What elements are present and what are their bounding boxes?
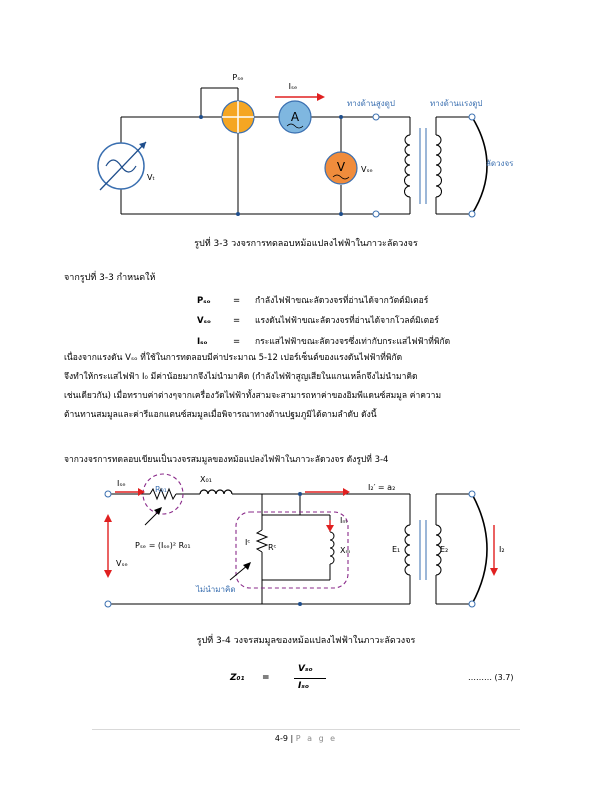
hv-side-label: ทางด้านสูงดูป xyxy=(347,99,395,109)
page-footer: 4-9 | P a g e xyxy=(0,734,612,743)
e2-label: E₂ xyxy=(440,545,448,554)
paragraph-line: เนื่องจากแรงดัน Vₛₒ ที่ใช้ในการทดลอบมีค่… xyxy=(64,353,403,363)
not-counted-label: ไม่นำมาคิด xyxy=(195,585,236,594)
ammeter-icon: A xyxy=(278,100,312,134)
xm-label: Xₘ xyxy=(340,546,350,555)
r01-label: R₀₁ xyxy=(155,485,167,494)
vsc-label: Vₛₑ xyxy=(116,559,128,568)
psc-formula-label: Pₛₑ = (Iₛₑ)² R₀₁ xyxy=(135,541,191,550)
formula-equals: = xyxy=(262,673,270,683)
e1-label: E₁ xyxy=(392,545,400,554)
page-number: 4-9 xyxy=(274,734,288,743)
fraction-bar xyxy=(294,678,326,679)
figure-3-3-caption: รูปที่ 3-3 วงจรการทดลอบหม้อแปลงไฟฟ้าในภา… xyxy=(194,239,418,249)
voltmeter-icon: V xyxy=(324,151,358,185)
pointer-arrows xyxy=(144,507,251,581)
junction-dots xyxy=(298,492,302,606)
definition-equals: = xyxy=(233,337,241,347)
definition-row: Iₛₒ = กระแสไฟฟ้าขณะลัดวงจรซึ่งเท่ากับกระแส… xyxy=(197,334,450,348)
rc-label: Rᶜ xyxy=(268,543,277,552)
terminals xyxy=(104,490,476,608)
isc-label: Iₛₑ xyxy=(117,479,126,488)
i2prime-label: I₂′ = a₂ xyxy=(368,483,395,492)
definition-symbol: Vₛₒ xyxy=(197,316,211,326)
lv-side-label: ทางด้านแรงดูป xyxy=(430,99,482,109)
wattmeter-icon xyxy=(221,100,255,134)
dashed-highlights xyxy=(142,473,349,589)
page-separator: | xyxy=(290,734,294,743)
definition-equals: = xyxy=(233,296,241,306)
im-label: Iₘ xyxy=(340,516,347,525)
figure-3-3-circuit: A V Pₛₑ Iₛₑ Vₜ Vₛₑ ทางด้านสูงดูป ทางด้าน… xyxy=(97,73,514,218)
formula-numerator: Vₛₒ xyxy=(298,664,313,674)
formula-denominator: Iₛₒ xyxy=(298,681,310,691)
terminals xyxy=(372,113,476,218)
formula-lhs: Z₀₁ xyxy=(230,673,245,683)
formula-reference: ……… (3.7) xyxy=(468,673,514,682)
svg-text:A: A xyxy=(291,110,300,124)
footer-divider xyxy=(92,729,520,730)
definition-row: Vₛₒ = แรงดันไฟฟ้าขณะลัดวงจรที่อ่านได้จากโว… xyxy=(197,313,439,327)
svg-text:V: V xyxy=(337,160,346,174)
short-circuit-label: ลัดวงจร xyxy=(486,159,514,168)
vsc-label: Vₛₑ xyxy=(361,165,373,174)
isc-label: Iₛₑ xyxy=(289,82,298,91)
body-paragraph-2: จากวงจรการทดลอบเขียนเป็นวงจรสมมูลของหม้อ… xyxy=(64,455,389,465)
definition-symbol: Iₛₒ xyxy=(197,337,208,347)
current-arrows xyxy=(104,488,498,578)
figure-3-4-caption: รูปที่ 3-4 วงจรสมมูลของหม้อแปลงไฟฟ้าในภา… xyxy=(196,636,416,646)
isc-arrow xyxy=(275,93,325,101)
i2-label: I₂ xyxy=(499,545,505,554)
body-paragraph: เนื่องจากแรงดัน Vₛₒ ที่ใช้ในการทดลอบมีค่… xyxy=(64,349,554,425)
paragraph-line: เช่นเดียวกัน) เมื่อทราบค่าต่างๆจากเครื่อ… xyxy=(64,391,442,401)
vt-label: Vₜ xyxy=(147,173,155,182)
ac-source-icon xyxy=(97,141,147,191)
paragraph-line: ต้านทานสมมูลและค่ารีแอกแตนซ์สมมูลเมื่อพิ… xyxy=(64,410,377,420)
definition-row: Pₛₒ = กำลังไฟฟ้าขณะลัดวงจรที่อ่านได้จากวัต… xyxy=(197,293,428,307)
definition-text: กำลังไฟฟ้าขณะลัดวงจรที่อ่านได้จากวัตต์มิ… xyxy=(255,296,429,306)
x01-label: X₀₁ xyxy=(200,475,212,484)
definition-text: แรงดันไฟฟ้าขณะลัดวงจรที่อ่านได้จากโวลต์ม… xyxy=(255,316,439,326)
page-word: P a g e xyxy=(295,734,338,743)
definition-symbol: Pₛₒ xyxy=(197,296,211,306)
paragraph-line: จึงทำให้กระแสไฟฟ้า I₀ มีค่าน้อยมากจึงไม่… xyxy=(64,372,418,382)
junction-dots xyxy=(199,115,343,216)
definition-equals: = xyxy=(233,316,241,326)
ic-label: Iᶜ xyxy=(245,538,250,547)
intro-line: จากรูปที่ 3-3 กำหนดให้ xyxy=(64,273,156,283)
definition-text: กระแสไฟฟ้าขณะลัดวงจรซึ่งเท่ากับกระแสไฟฟ้… xyxy=(255,337,451,347)
figure-3-4-circuit: Iₛₑ R₀₁ X₀₁ I₂′ = a₂ Pₛₑ = (Iₛₑ)² R₀₁ Iᶜ… xyxy=(104,473,505,608)
psc-label: Pₛₑ xyxy=(232,73,243,82)
